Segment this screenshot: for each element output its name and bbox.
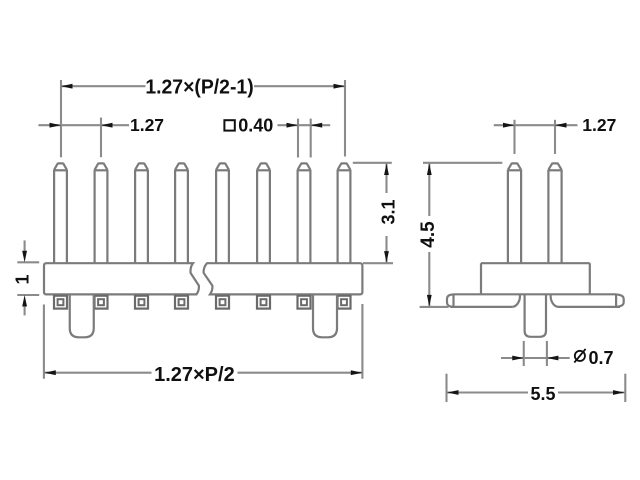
svg-text:1.27: 1.27 — [582, 115, 616, 135]
svg-text:1.27: 1.27 — [130, 115, 164, 135]
svg-text:4.5: 4.5 — [418, 221, 439, 248]
svg-text:5.5: 5.5 — [530, 384, 555, 404]
svg-text:0.7: 0.7 — [588, 348, 613, 368]
svg-text:1.27×(P/2-1): 1.27×(P/2-1) — [145, 76, 253, 98]
svg-text:1.27×P/2: 1.27×P/2 — [154, 364, 235, 386]
svg-text:0.40: 0.40 — [238, 115, 273, 135]
svg-text:3.1: 3.1 — [378, 199, 398, 224]
svg-text:1: 1 — [13, 274, 33, 284]
